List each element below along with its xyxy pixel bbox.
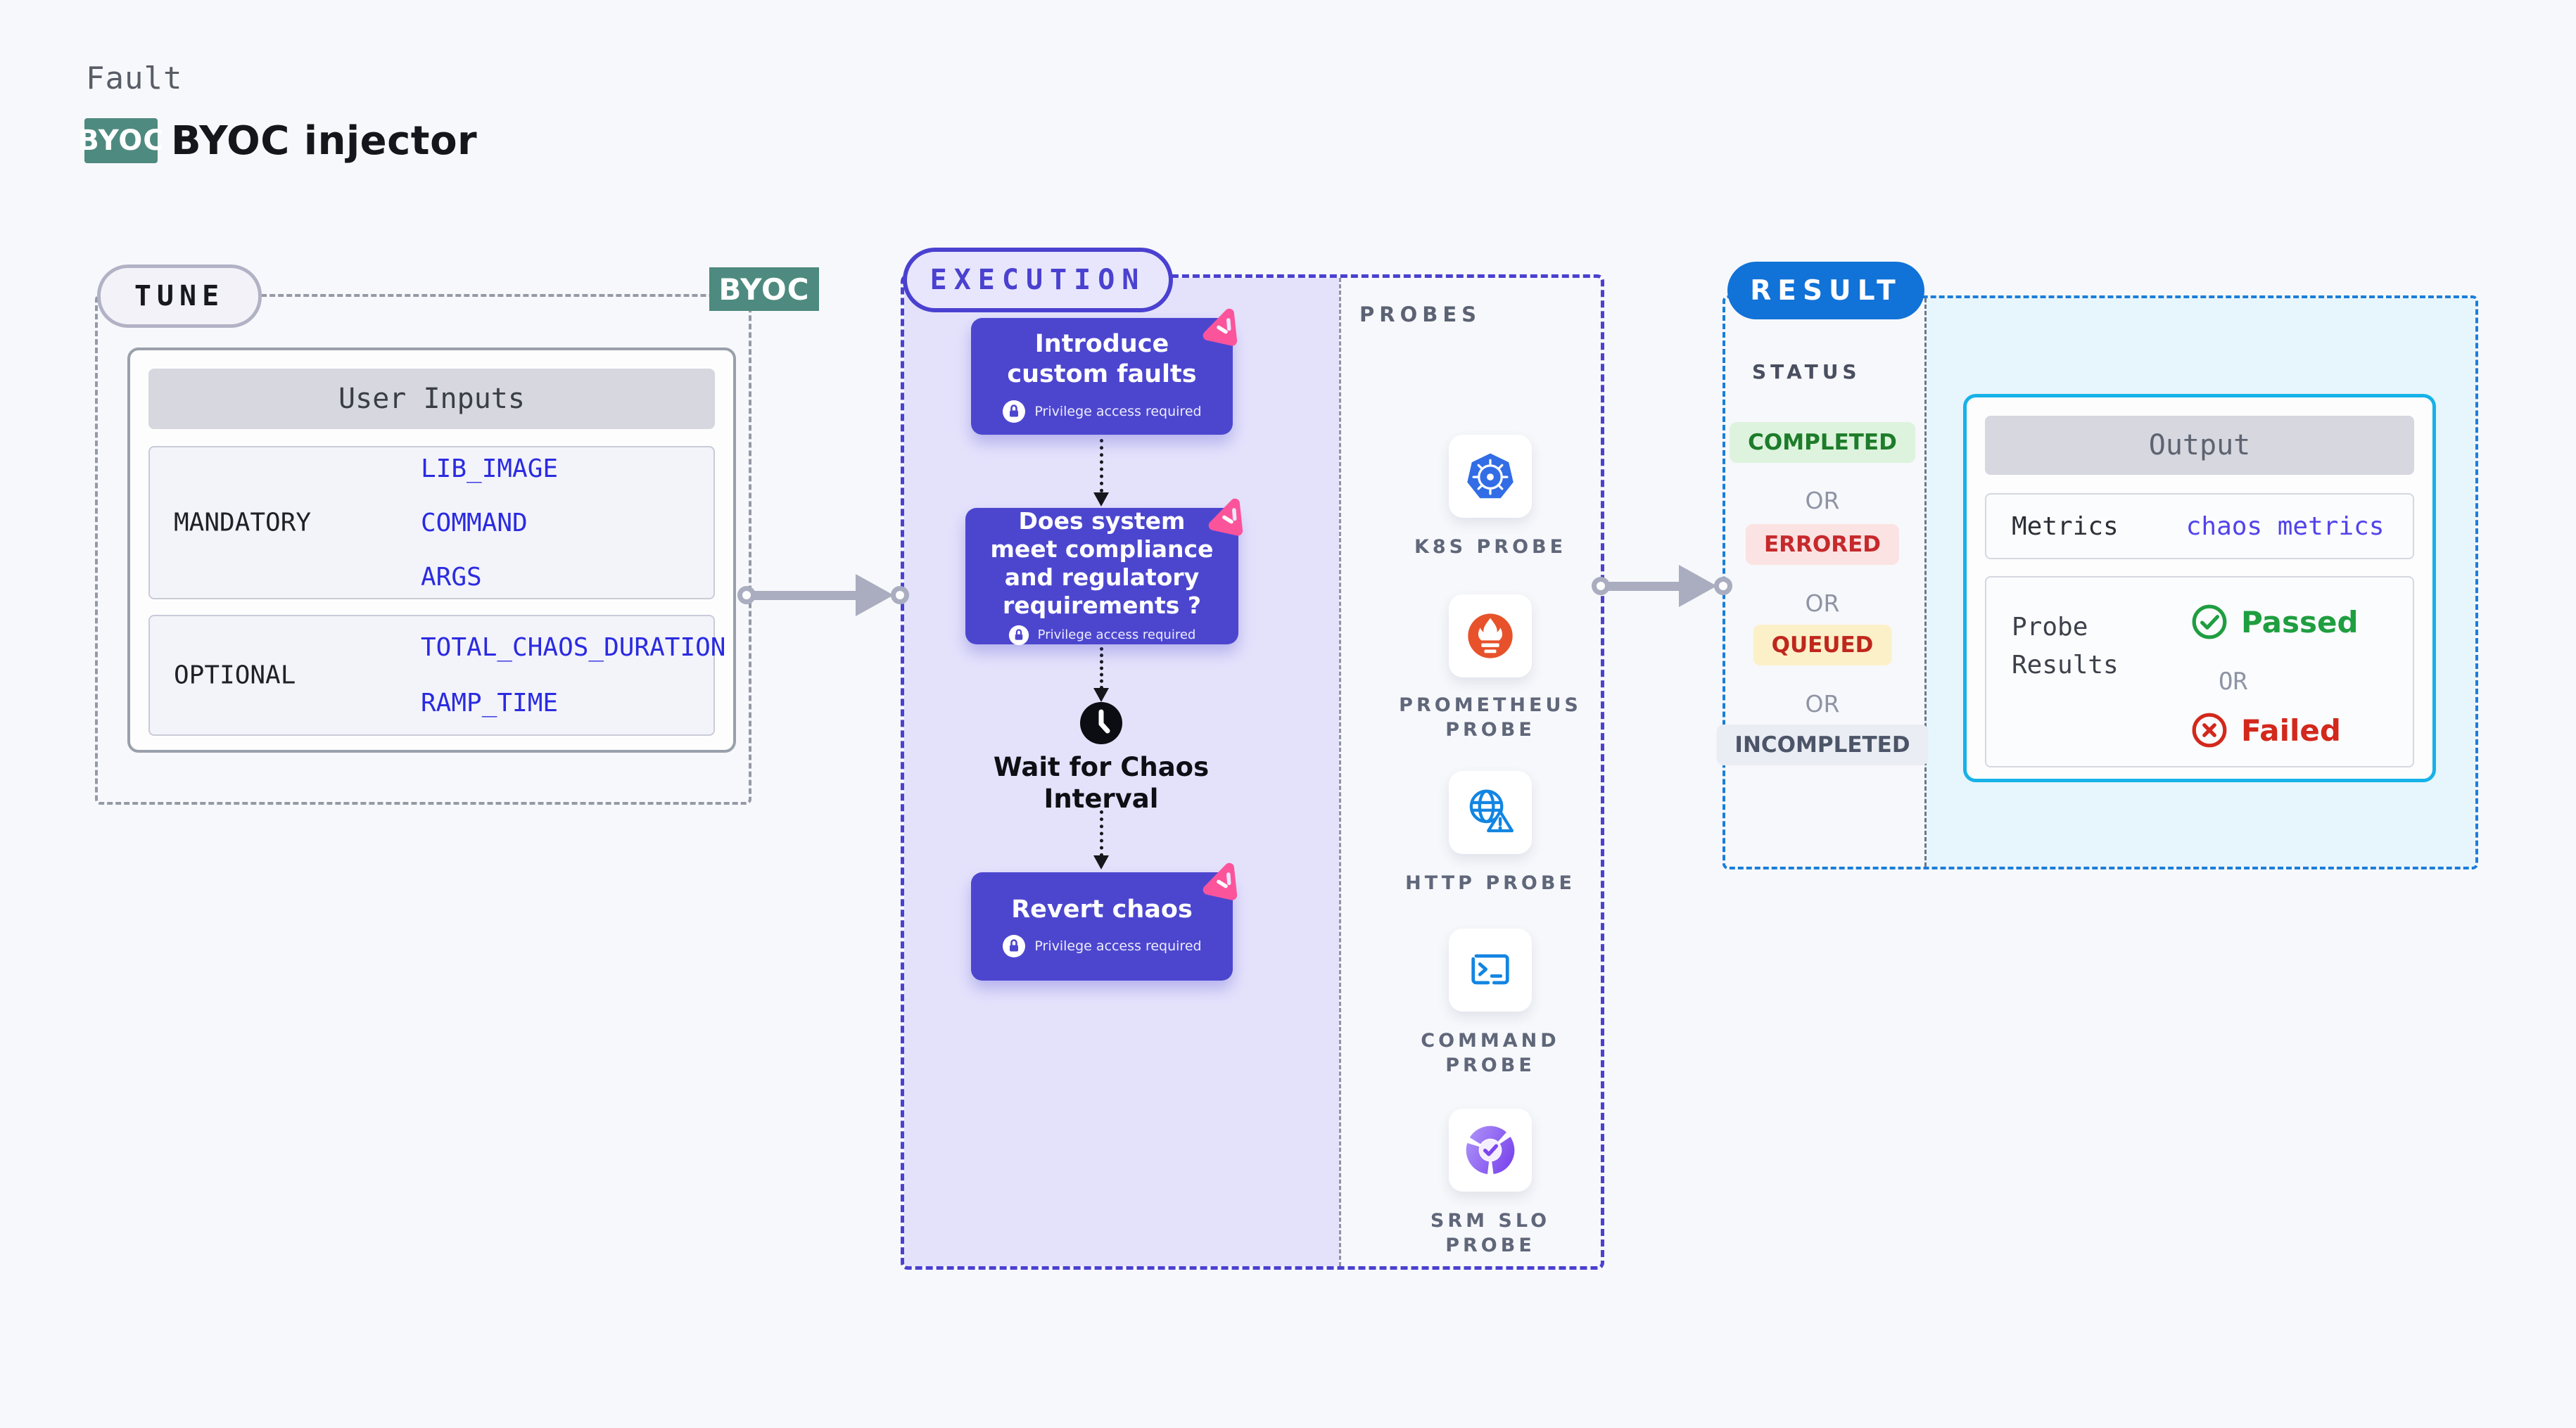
flow-connector: [1100, 810, 1103, 857]
probe-result-failed: Failed: [2190, 711, 2341, 749]
step-title: Introduce custom faults: [1007, 330, 1197, 388]
output-header: Output: [1985, 416, 2414, 475]
probe-label-command: COMMAND PROBE: [1421, 1030, 1560, 1077]
probes-column-label: PROBES: [1359, 302, 1482, 326]
probe-results-row: Probe Results Passed OR Failed: [1985, 576, 2414, 767]
arrow-shaft: [754, 590, 858, 600]
status-column-label: STATUS: [1752, 360, 1861, 383]
fault-kicker: Fault: [86, 60, 183, 96]
optional-row: OPTIONAL TOTAL_CHAOS_DURATION RAMP_TIME: [148, 615, 725, 736]
wait-step-title: Wait for Chaos Interval: [993, 752, 1210, 815]
arrow-shaft: [1608, 581, 1681, 591]
probe-card-prometheus: [1449, 594, 1532, 677]
byoc-corner-tag: BYOC: [709, 267, 819, 311]
arrow-end-ring: [1714, 577, 1732, 595]
env-var: ARGS: [421, 562, 482, 592]
status-badge-incompleted: INCOMPLETED: [1716, 725, 1929, 765]
privilege-text: Privilege access required: [1034, 403, 1202, 419]
execution-to-result-arrow: [1592, 565, 1732, 607]
optional-label: OPTIONAL: [174, 661, 296, 690]
probe-card-k8s: [1449, 435, 1532, 518]
chaos-spark-icon: [1208, 498, 1243, 536]
user-inputs-table: User Inputs MANDATORY LIB_IMAGE COMMAND …: [127, 348, 736, 753]
probe-label-srm-slo: SRM SLO PROBE: [1430, 1210, 1551, 1257]
x-circle-icon: [2192, 713, 2227, 748]
probe-card-srm-slo: [1449, 1109, 1532, 1192]
metrics-value: chaos metrics: [2185, 511, 2385, 541]
arrow-head: [1679, 565, 1717, 607]
mandatory-label: MANDATORY: [174, 508, 312, 537]
byoc-header-badge: BYOC: [77, 118, 164, 163]
privilege-row: Privilege access required: [1002, 934, 1202, 958]
status-output-divider: [1924, 298, 1927, 867]
probe-label-http: HTTP PROBE: [1405, 872, 1575, 894]
metrics-row: Metrics chaos metrics: [1985, 493, 2414, 559]
step-introduce-custom-faults: Introduce custom faults Privilege access…: [971, 308, 1238, 435]
tune-section-border: [95, 294, 751, 805]
user-inputs-header: User Inputs: [148, 369, 715, 429]
lock-icon: [1003, 400, 1026, 423]
prometheus-icon: [1468, 613, 1513, 658]
probe-card-command: [1449, 929, 1532, 1012]
probe-results-label: Probe Results: [2012, 613, 2119, 680]
privilege-row: Privilege access required: [1008, 625, 1196, 646]
status-badge-errored: ERRORED: [1745, 524, 1900, 565]
env-var: LIB_IMAGE: [421, 454, 559, 483]
flow-connector-arrowhead: [1093, 688, 1109, 702]
flow-connector-arrowhead: [1093, 855, 1109, 869]
terminal-icon: [1471, 954, 1509, 985]
probe-result-passed: Passed: [2190, 603, 2359, 641]
step-title: Revert chaos: [1011, 895, 1193, 924]
probe-label-k8s: K8S PROBE: [1414, 536, 1567, 558]
env-var: RAMP_TIME: [421, 689, 559, 718]
execution-section-label: EXECUTION: [903, 248, 1173, 312]
lock-icon: [1008, 625, 1029, 645]
arrow-start-ring: [737, 586, 756, 604]
status-or: OR: [1805, 690, 1840, 718]
step-revert-chaos: Revert chaos Privilege access required: [971, 862, 1238, 981]
slo-donut-check-icon: [1466, 1126, 1515, 1175]
arrow-start-ring: [1592, 577, 1610, 595]
mandatory-row: MANDATORY LIB_IMAGE COMMAND ARGS: [148, 446, 715, 599]
http-globe-warning-icon: [1469, 789, 1514, 833]
step-compliance-check: Does system meet compliance and regulato…: [965, 498, 1243, 646]
passed-text: Passed: [2241, 604, 2359, 639]
chaos-spark-icon: [1203, 308, 1238, 346]
status-or: OR: [1805, 589, 1840, 617]
lock-icon: [1003, 935, 1026, 958]
env-var: TOTAL_CHAOS_DURATION: [421, 633, 726, 662]
arrow-end-ring: [891, 586, 909, 604]
check-circle-icon: [2192, 604, 2227, 639]
execution-flow-panel: [904, 278, 1339, 1266]
output-card: Output Metrics chaos metrics Probe Resul…: [1963, 394, 2436, 782]
status-or: OR: [1805, 487, 1840, 514]
optional-values: TOTAL_CHAOS_DURATION RAMP_TIME: [421, 616, 725, 734]
failed-text: Failed: [2241, 713, 2341, 748]
execution-probes-divider: [1339, 278, 1341, 1266]
step-title: Does system meet compliance and regulato…: [990, 506, 1214, 620]
kubernetes-icon: [1467, 453, 1514, 499]
probe-label-prometheus: PROMETHEUS PROBE: [1399, 694, 1582, 741]
arrow-head: [856, 574, 894, 616]
probe-result-or: OR: [2219, 668, 2247, 696]
status-badge-completed: COMPLETED: [1730, 422, 1915, 463]
flow-connector: [1100, 647, 1103, 689]
privilege-row: Privilege access required: [1002, 400, 1202, 423]
metrics-label: Metrics: [2012, 511, 2119, 541]
flow-connector-arrowhead: [1093, 492, 1109, 506]
mandatory-values: LIB_IMAGE COMMAND ARGS: [421, 447, 558, 598]
clock-icon: [1079, 701, 1124, 746]
flow-connector: [1100, 439, 1103, 492]
privilege-text: Privilege access required: [1037, 627, 1196, 642]
probe-card-http: [1449, 771, 1532, 854]
execution-section-border: [901, 274, 1604, 1270]
env-var: COMMAND: [421, 508, 528, 537]
page-title: BYOC injector: [171, 118, 478, 164]
tune-section-label: TUNE: [97, 264, 262, 328]
chaos-spark-icon: [1203, 862, 1238, 900]
privilege-text: Privilege access required: [1034, 938, 1202, 955]
status-badge-queued: QUEUED: [1753, 625, 1892, 665]
tune-to-execution-arrow: [737, 574, 909, 616]
result-section-label: RESULT: [1727, 262, 1924, 319]
